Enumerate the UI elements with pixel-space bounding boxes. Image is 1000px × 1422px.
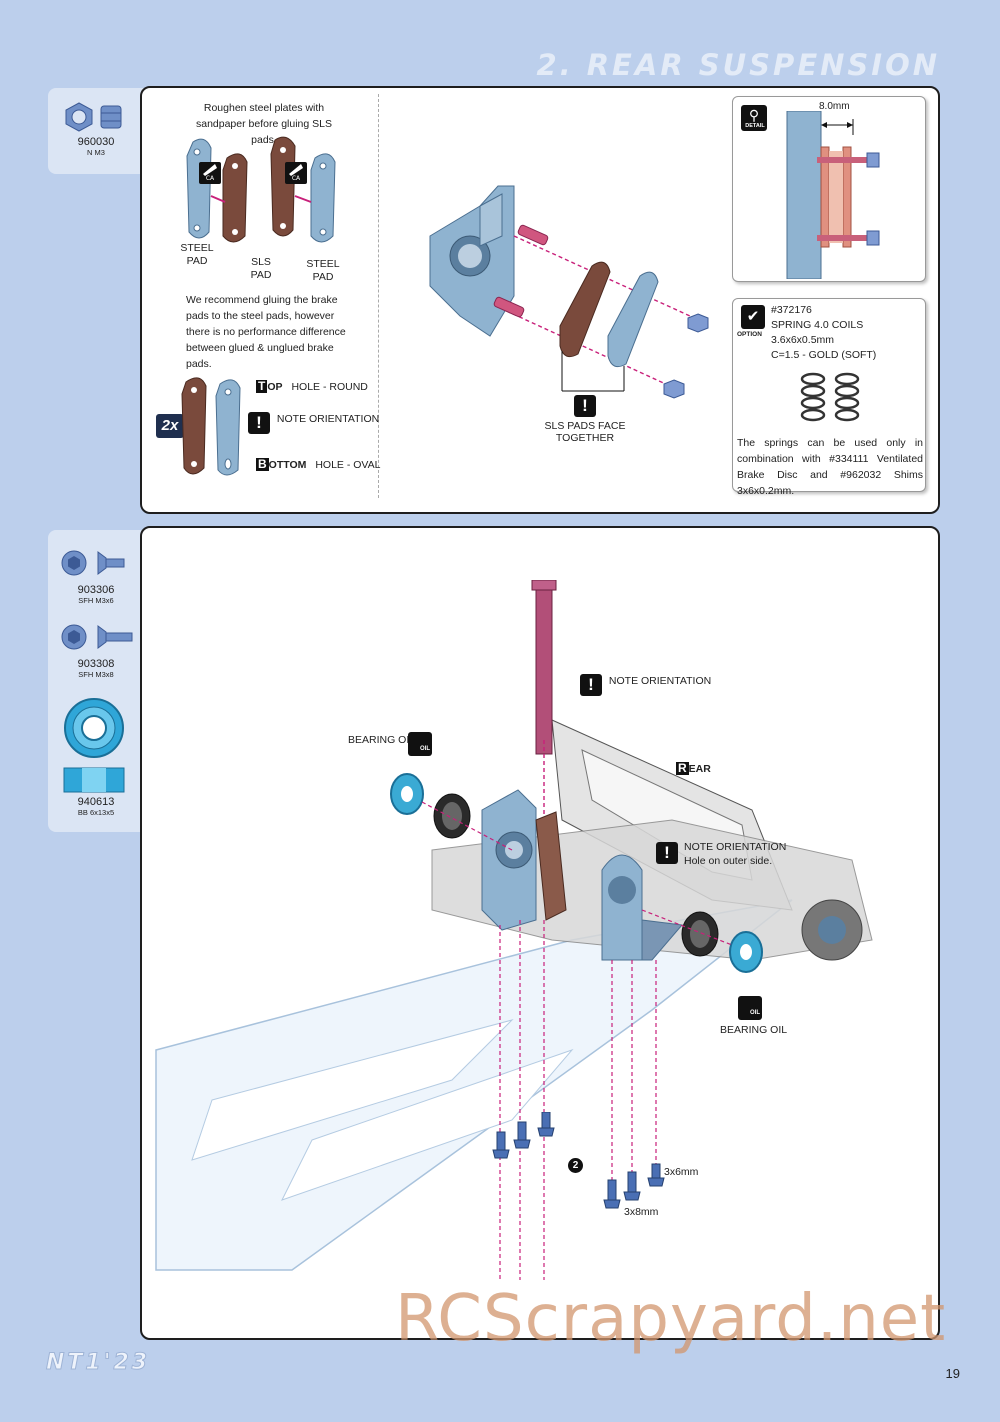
- svg-text:CA: CA: [292, 175, 301, 182]
- note-orientation-holder: NOTE ORIENTATION Hole on outer side.: [684, 841, 787, 867]
- bottom-parts-tab: 903306 SFH M3x6 903308 SFH M3x8 940613 B…: [48, 530, 144, 832]
- note-orientation-shaft: ! NOTE ORIENTATION: [580, 674, 711, 696]
- bearing-icon: [63, 698, 125, 793]
- watermark: RCScrapyard.net: [395, 1282, 947, 1356]
- option-box: ✔ OPTION #372176 SPRING 4.0 COILS 3.6x6x…: [732, 298, 926, 497]
- part-940613: 940613 BB 6x13x5: [77, 796, 115, 817]
- option-note: The springs can be used only in combinat…: [737, 437, 923, 497]
- part-960030: 960030 N M3: [77, 136, 115, 157]
- screw-icon: [61, 550, 125, 576]
- note-orientation-top: ! NOTE ORIENTATION: [248, 412, 379, 434]
- quantity-badge: 2x: [156, 414, 184, 438]
- sls-pad-label: SLS PAD: [250, 256, 272, 281]
- screw-3x8-label: 3x8mm: [624, 1206, 659, 1218]
- svg-text:CA: CA: [206, 175, 215, 182]
- oil-icon: OIL: [738, 996, 762, 1020]
- part-903308: 903308 SFH M3x8: [77, 658, 115, 679]
- option-text: #372176 SPRING 4.0 COILS 3.6x6x0.5mm C=1…: [771, 304, 877, 361]
- steel-pad-label-1: STEEL PAD: [180, 242, 214, 267]
- ca-glue-icon: CA: [199, 162, 221, 184]
- bearing-oil-label-1: BEARING OIL: [348, 734, 416, 746]
- warning-icon: !: [580, 674, 602, 696]
- top-parts-tab: 960030 N M3: [48, 88, 144, 174]
- ca-glue-icon: CA: [285, 162, 307, 184]
- brand-logo: NT1'23: [45, 1350, 151, 1376]
- note-orientation-holder-warning: !: [656, 842, 678, 864]
- sls-face-label: SLS PADS FACE TOGETHER: [544, 420, 626, 444]
- brake-pad-orientation-illustration: [181, 377, 241, 476]
- panel-divider: [378, 94, 379, 498]
- thumbs-up-icon: ✔: [741, 305, 765, 329]
- recommend-note: We recommend gluing the brake pads to th…: [186, 294, 346, 370]
- nut-icon: [65, 102, 122, 132]
- sls-face-warning: !: [574, 395, 596, 417]
- oil-icon: OIL: [408, 732, 432, 756]
- detail-dimension: 8.0mm: [819, 101, 850, 112]
- rear-suspension-assembly-illustration: [155, 580, 873, 1280]
- part-903306: 903306 SFH M3x6: [77, 584, 115, 605]
- brake-pad-pairs-illustration: CA CA: [186, 136, 336, 243]
- detail-icon: ⚲: [741, 105, 767, 131]
- step-number: 2: [568, 1158, 583, 1173]
- screw-icon: [61, 624, 133, 650]
- section-title: 2. REAR SUSPENSION: [536, 48, 940, 82]
- warning-icon: !: [248, 412, 270, 434]
- screws-illustration: [492, 1112, 665, 1209]
- spring-illustration: [800, 372, 860, 422]
- steel-pad-label-2: STEEL PAD: [306, 258, 340, 283]
- warning-icon: !: [656, 842, 678, 864]
- bearing-oil-label-2: BEARING OIL: [720, 1024, 788, 1036]
- page-number: 19: [945, 1366, 960, 1381]
- screw-3x6-label: 3x6mm: [664, 1166, 699, 1178]
- hub-carrier-exploded-illustration: [429, 185, 709, 399]
- detail-box: ⚲ DETAIL 8.0mm: [732, 96, 926, 282]
- roughen-note: Roughen steel plates with sandpaper befo…: [195, 102, 333, 146]
- warning-icon: !: [574, 395, 596, 417]
- brake-detail-illustration: [786, 111, 880, 279]
